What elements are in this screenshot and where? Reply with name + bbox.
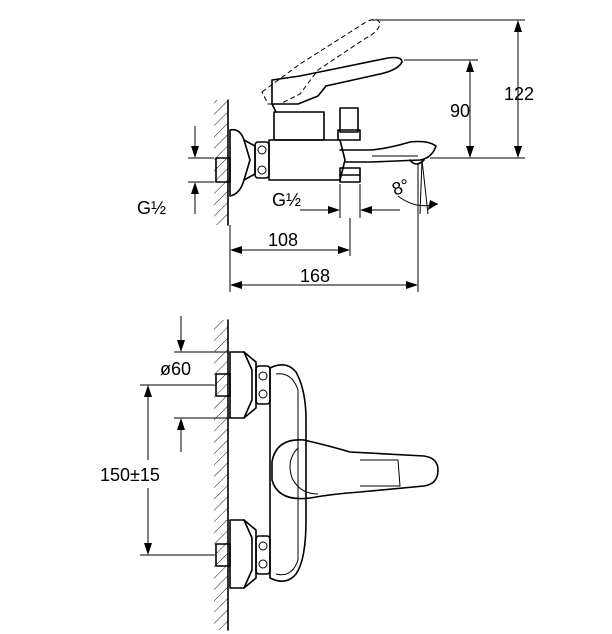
- dim-center-distance: 150±15: [100, 384, 214, 556]
- dim-108: 108: [229, 218, 351, 292]
- dim-90: 90: [404, 59, 478, 158]
- dim-thread-left-label: G½: [137, 198, 166, 218]
- dim-flange-diameter-label: ø60: [160, 359, 191, 379]
- dim-122: 122: [370, 19, 534, 159]
- dim-90-label: 90: [450, 101, 470, 121]
- lever-front: [271, 439, 439, 500]
- dim-angle: 8°: [389, 159, 439, 215]
- dim-122-label: 122: [504, 84, 534, 104]
- eccentric-connector-bottom: [215, 519, 271, 589]
- dim-thread-outlet: G½: [272, 184, 400, 218]
- mixer-body-front: [269, 364, 307, 582]
- dim-flange-diameter: ø60: [160, 316, 244, 452]
- dim-168-label: 168: [300, 266, 330, 286]
- lever-side: [271, 56, 403, 113]
- front-view: ø60 150±15: [100, 316, 439, 631]
- wall-front: [214, 319, 229, 631]
- dim-168: 168: [230, 164, 419, 292]
- dim-thread-outlet-label: G½: [272, 190, 301, 210]
- dim-angle-label: 8°: [389, 175, 412, 200]
- dim-thread-left: G½: [137, 126, 214, 218]
- wall-side: [214, 99, 229, 226]
- spout-side: [339, 140, 437, 165]
- mixer-body-side: [268, 107, 361, 183]
- side-view: 122 90 G½ G½: [137, 18, 534, 292]
- dim-center-distance-label: 150±15: [100, 465, 160, 485]
- dim-108-label: 108: [268, 230, 298, 250]
